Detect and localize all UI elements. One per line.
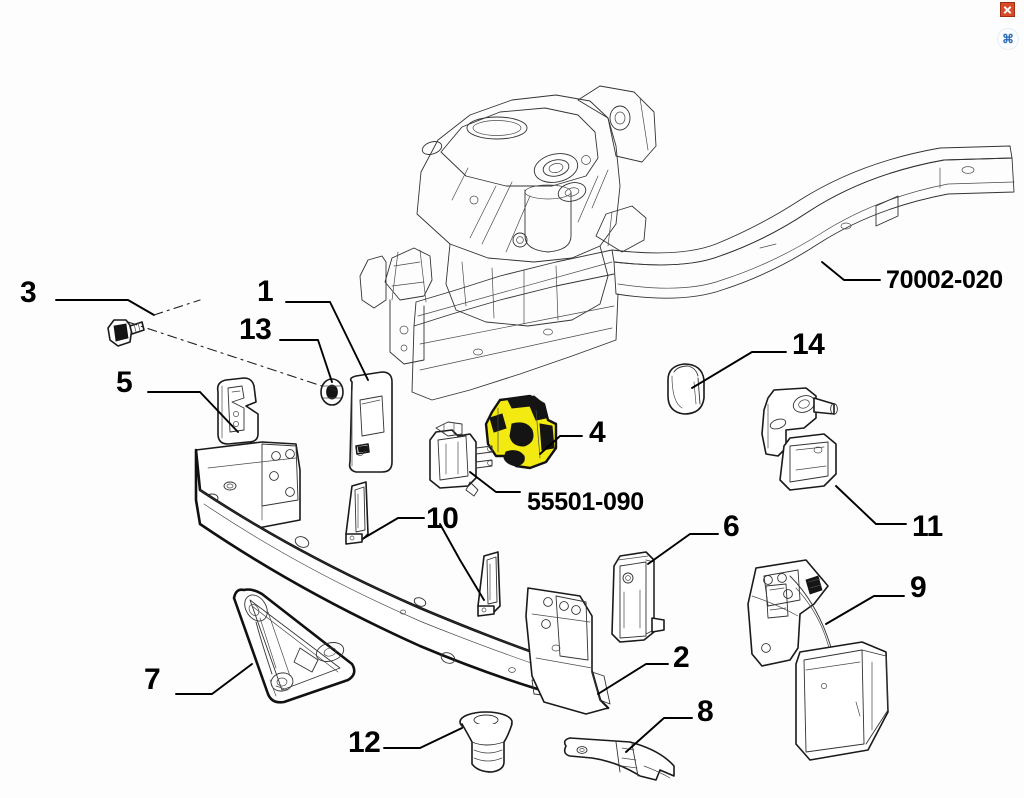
- callout-7[interactable]: 7: [144, 663, 161, 696]
- callout-4[interactable]: 4: [589, 416, 606, 449]
- rivet-plug: [459, 711, 513, 773]
- callout-12[interactable]: 12: [348, 726, 381, 759]
- callout-14[interactable]: 14: [792, 328, 825, 361]
- large-l-bracket: [747, 559, 889, 761]
- badge-glyph: ⌘: [1002, 32, 1014, 46]
- frame-rail: [411, 145, 1015, 401]
- angled-bracket: [761, 387, 838, 491]
- callout-2[interactable]: 2: [673, 641, 690, 674]
- engine-mount-bracket: [429, 421, 493, 497]
- flat-strap: [563, 737, 675, 781]
- highlighted-bracket: [484, 394, 558, 470]
- grommet-bush: [320, 378, 344, 406]
- callout-6[interactable]: 6: [723, 510, 740, 543]
- badge-icon[interactable]: ⌘: [997, 28, 1019, 50]
- callout-3[interactable]: 3: [20, 276, 37, 309]
- broken-image-icon[interactable]: [1000, 2, 1015, 17]
- callout-1[interactable]: 1: [257, 275, 274, 308]
- callout-10[interactable]: 10: [426, 502, 459, 535]
- closing-panel: [348, 371, 393, 473]
- callout-9[interactable]: 9: [910, 571, 927, 604]
- callout-11[interactable]: 11: [912, 510, 943, 543]
- callout-5[interactable]: 5: [116, 366, 133, 399]
- callout-8[interactable]: 8: [697, 695, 714, 728]
- bumper-crossbeam: [194, 441, 611, 715]
- callout-13[interactable]: 13: [239, 313, 272, 346]
- part-number-engine-mount[interactable]: 55501-090: [527, 488, 644, 516]
- hex-head-bolt: [107, 319, 145, 347]
- part-number-frame-rail[interactable]: 70002-020: [886, 266, 1003, 294]
- round-cap-plug: [667, 363, 705, 415]
- clip-bracket: [216, 377, 259, 445]
- upper-chassis-assembly: [359, 85, 1015, 401]
- corner-icon-group: ⌘: [994, 0, 1024, 58]
- leader-lines: [55, 261, 907, 753]
- block-bracket: [611, 551, 665, 643]
- vertical-strip-bracket: [345, 481, 501, 617]
- triangular-bracket: [232, 588, 356, 704]
